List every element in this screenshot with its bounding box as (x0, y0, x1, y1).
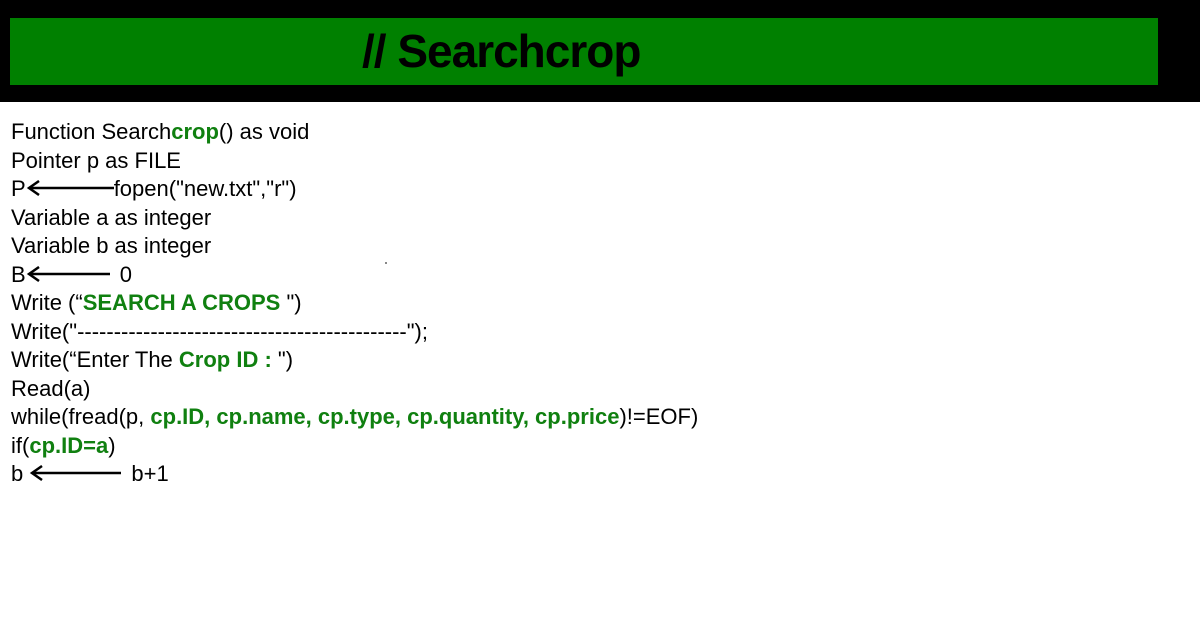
code-line-pointer: Pointer p as FILE (11, 147, 1191, 176)
code-text: Read(a) (11, 375, 91, 401)
code-text: Pointer p as FILE (11, 147, 181, 173)
code-text: 0 (119, 261, 132, 287)
code-highlight: Crop ID : (178, 347, 278, 372)
code-text: ") (286, 290, 302, 315)
code-text: B (11, 261, 26, 287)
code-line-write-dashes: Write("---------------------------------… (11, 318, 1191, 347)
code-line-read: Read(a) (11, 375, 1191, 404)
code-line-var-a: Variable a as integer (11, 204, 1191, 233)
code-text: Write (“ (11, 290, 83, 315)
code-highlight: cp.ID=a (29, 432, 109, 458)
left-arrow-icon (30, 465, 122, 482)
code-highlight: crop (171, 119, 219, 144)
code-highlight: SEARCH A CROPS (82, 290, 287, 315)
pseudocode-block: Function Searchcrop() as void Pointer p … (11, 118, 1191, 489)
code-text: Function Search (11, 119, 172, 144)
left-arrow-icon (26, 180, 114, 197)
code-text: if( (11, 432, 30, 458)
page-title: // Searchcrop (362, 25, 641, 77)
code-highlight: cp.ID, cp.name, cp.type, cp.quantity, cp… (150, 404, 620, 429)
code-line-if: if(cp.ID=a) (11, 432, 1191, 461)
code-text: ) (108, 432, 116, 458)
code-text: )!=EOF) (619, 404, 699, 429)
code-text: ") (277, 347, 294, 372)
code-text: while(fread(p, (11, 404, 151, 429)
header-band: // Searchcrop (0, 0, 1200, 102)
title-bar: // Searchcrop (10, 18, 1158, 85)
code-text: Variable b as integer (11, 233, 212, 258)
code-line-var-b: Variable b as integer (11, 232, 1191, 261)
code-line-while: while(fread(p, cp.ID, cp.name, cp.type, … (11, 403, 1191, 432)
code-line-write-enter: Write(“Enter The Crop ID : ") (11, 346, 1191, 375)
code-text: P (11, 176, 26, 201)
code-text: Variable a as integer (11, 204, 212, 230)
code-line-function: Function Searchcrop() as void (11, 118, 1191, 147)
left-arrow-icon (26, 265, 110, 282)
stray-dot (385, 262, 387, 264)
code-text: fopen("new.txt","r") (113, 176, 297, 201)
code-text: () as void (218, 119, 310, 144)
code-line-increment: b b+1 (11, 460, 1191, 489)
code-text: b+1 (131, 461, 169, 486)
code-text: b (11, 461, 30, 486)
code-text: Write("---------------------------------… (11, 318, 428, 344)
code-text: Write(“Enter The (11, 347, 179, 372)
code-line-write-search: Write (“SEARCH A CROPS ") (11, 289, 1191, 318)
